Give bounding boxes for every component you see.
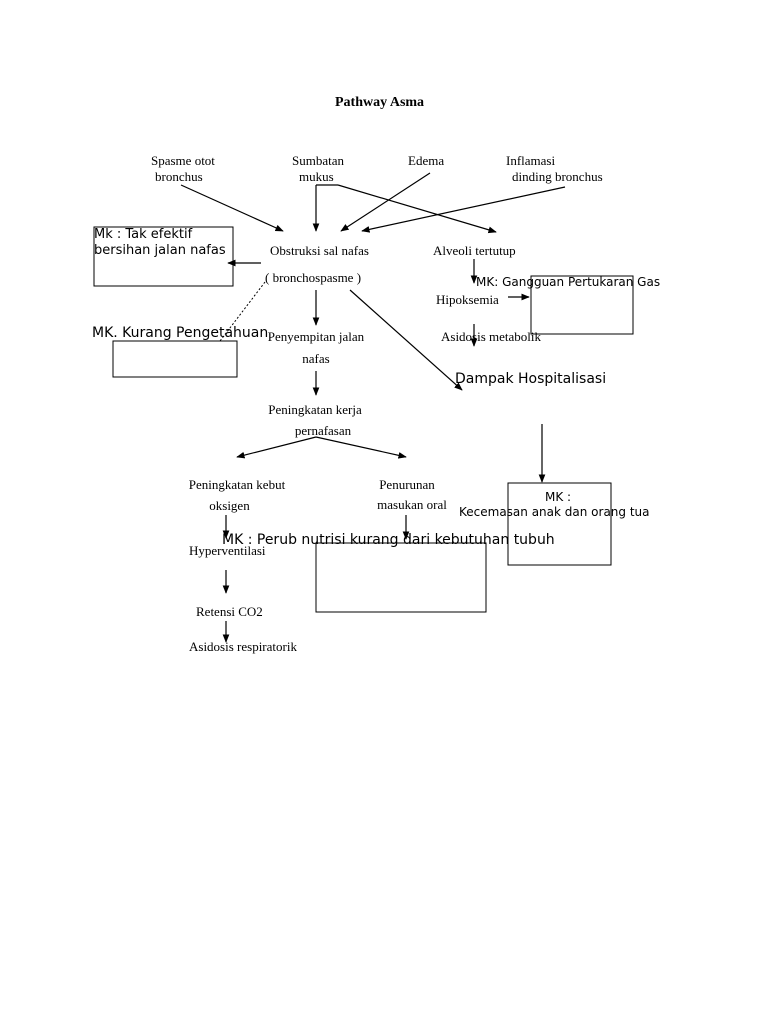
node-kebut-line2: oksigen	[209, 498, 250, 513]
page-title: Pathway Asma	[335, 95, 425, 110]
arrow-sumbatan-alveoli	[337, 184, 497, 234]
node-peningkatan-kerja-line1: Peningkatan kerja	[268, 402, 362, 417]
node-dampak-hospitalisasi: Dampak Hospitalisasi	[455, 371, 607, 387]
diagnosis-nutrisi: MK : Perub nutrisi kurang dari kebutuhan…	[222, 532, 555, 548]
node-bronchospasme: ( bronchospasme )	[265, 270, 362, 285]
arrow-kerja-kebut	[236, 436, 317, 459]
node-retensi-co2: Retensi CO2	[196, 604, 263, 619]
arrow-edema-obstruksi	[340, 172, 431, 232]
diagnosis-kurang-pengetahuan: MK. Kurang Pengetahuan	[92, 325, 269, 341]
box-bersihan-jalan-nafas	[93, 226, 234, 287]
node-alveoli: Alveoli tertutup	[433, 243, 516, 258]
node-hipoksemia: Hipoksemia	[436, 292, 499, 307]
cause-sumbatan-line2: mukus	[299, 169, 334, 184]
diagnosis-bersihan-line2: bersihan jalan nafas	[94, 243, 226, 258]
cause-sumbatan-line1: Sumbatan	[292, 153, 344, 168]
box-kurang-pengetahuan	[112, 340, 238, 378]
diagnosis-kecemasan-line1: MK :	[545, 490, 572, 504]
box-kecemasan	[507, 482, 612, 566]
arrow-kerja-penurunan	[315, 436, 407, 459]
node-penyempitan-line1: Penyempitan jalan	[267, 329, 365, 344]
diagnosis-gangguan-gas: MK: Gangguan Pertukaran Gas	[476, 275, 661, 289]
node-asidosis-metabolik: Asidosis metabolik	[441, 329, 542, 344]
node-obstruksi: Obstruksi sal nafas	[270, 243, 369, 258]
arrow-obstruksi-dampak	[349, 289, 463, 391]
arrow-inflamasi-obstruksi	[361, 186, 566, 233]
node-penurunan-line1: Penurunan	[379, 477, 435, 492]
cause-spasme-line2: bronchus	[155, 169, 203, 184]
cause-spasme-line1: Spasme otot	[151, 153, 215, 168]
cause-inflamasi-line2: dinding bronchus	[512, 169, 603, 184]
diagnosis-kecemasan-line2: Kecemasan anak dan orang tua	[459, 505, 650, 519]
node-penyempitan-line2: nafas	[302, 351, 330, 366]
box-nutrisi	[315, 542, 487, 613]
box-gangguan-pertukaran-gas	[530, 275, 634, 335]
diagnosis-bersihan-line1: Mk : Tak efektif	[94, 227, 193, 242]
node-hyperventilasi: Hyperventilasi	[189, 543, 266, 558]
arrow-spasme-obstruksi	[180, 184, 284, 232]
node-asidosis-respiratorik: Asidosis respiratorik	[189, 639, 297, 654]
node-peningkatan-kerja-line2: pernafasan	[294, 423, 352, 438]
node-penurunan-line2: masukan oral	[377, 497, 447, 512]
node-kebut-line1: Peningkatan kebut	[188, 477, 286, 492]
dotted-link-kurang-pengetahuan	[219, 281, 266, 342]
cause-inflamasi-line1: Inflamasi	[506, 153, 556, 168]
cause-edema: Edema	[408, 153, 445, 168]
